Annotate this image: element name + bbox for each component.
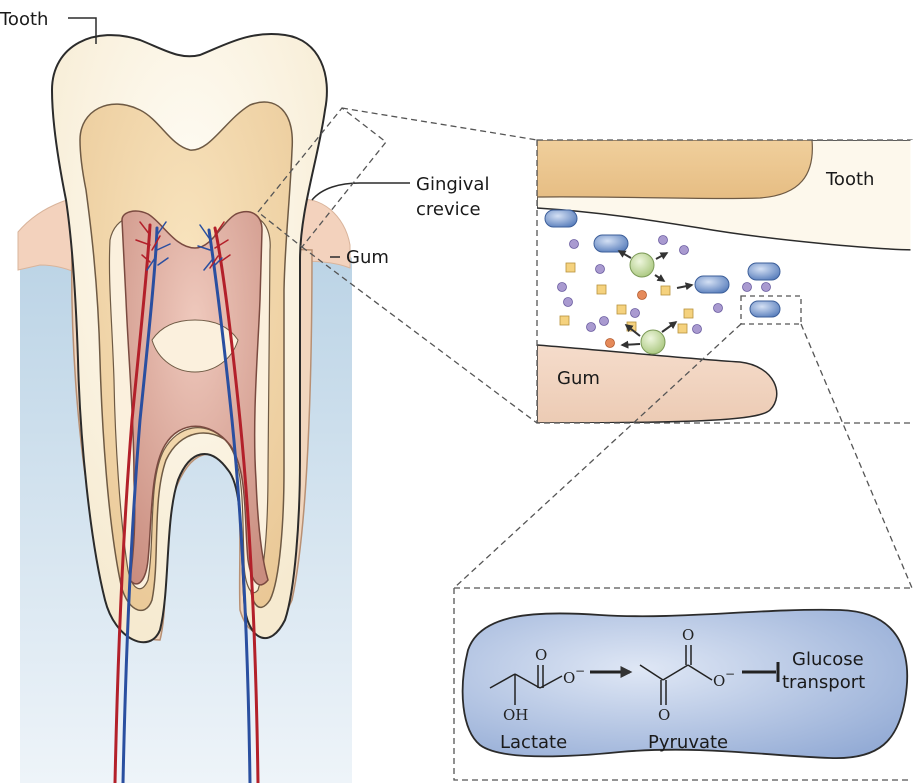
lactate-o-top: O — [535, 646, 547, 664]
gum-label: Gum — [346, 247, 389, 268]
lactate-o-minus: O — [563, 669, 575, 687]
gingival-leader-line — [312, 183, 410, 200]
pyruvate-o-minus: O — [713, 672, 725, 690]
pyruvate-label: Pyruvate — [648, 732, 728, 753]
zoom-line-top — [342, 108, 537, 140]
pyruvate-o-bottom: O — [658, 706, 670, 724]
inset-gum-label: Gum — [557, 368, 600, 389]
inset-tooth-label: Tooth — [825, 169, 874, 190]
glucose-label-line1: Glucose — [792, 649, 864, 670]
lactate-oh: OH — [503, 706, 528, 724]
tooth-label: Tooth — [0, 9, 48, 30]
gingival-label-line1: Gingival — [416, 174, 489, 195]
glucose-label-line2: transport — [782, 672, 865, 693]
lactate-label: Lactate — [500, 732, 567, 753]
pyruvate-minus: − — [725, 667, 735, 681]
lactate-minus: − — [575, 664, 585, 678]
gingival-label-line2: crevice — [416, 199, 481, 220]
pyruvate-o-top: O — [682, 626, 694, 644]
